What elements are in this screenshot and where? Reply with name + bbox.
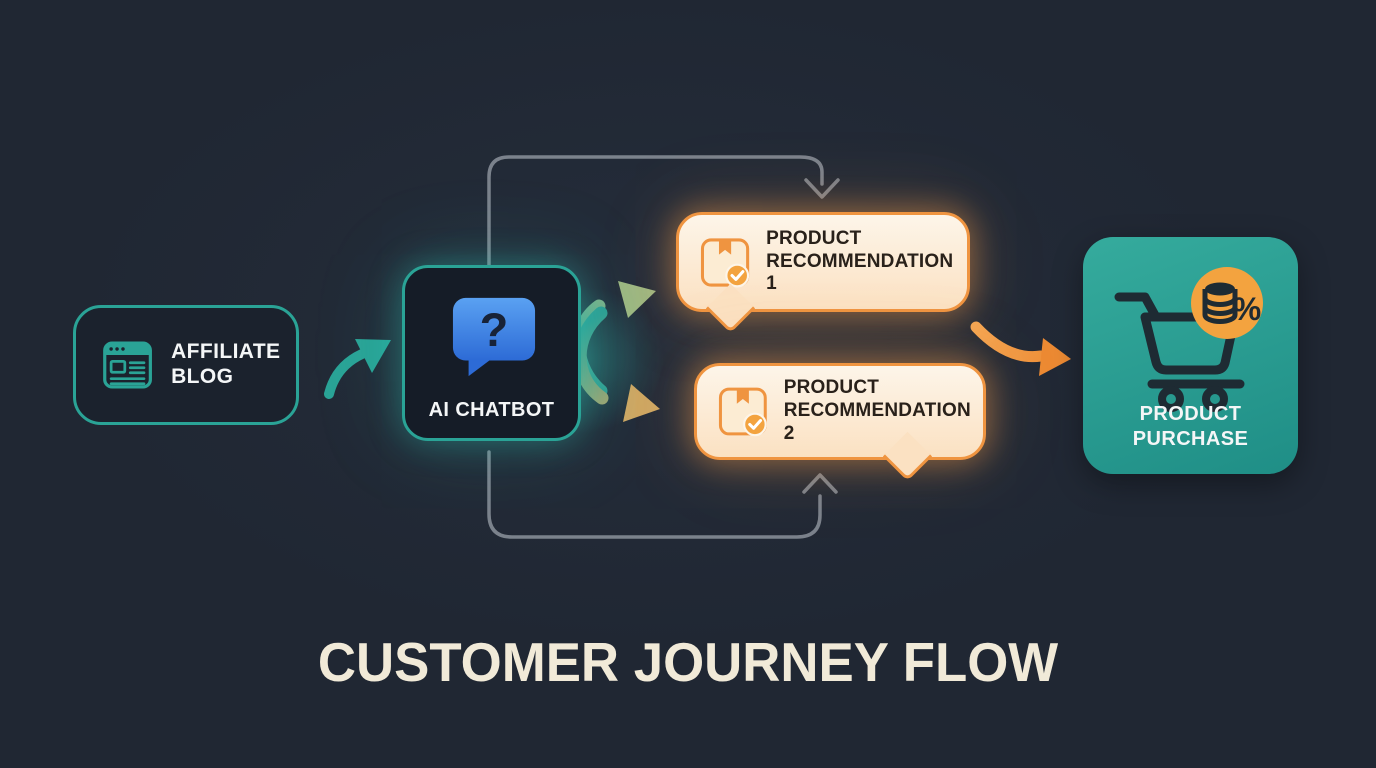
chatbot-to-recommendation-2-arrow: [573, 306, 660, 422]
arrowhead-up-icon: [802, 473, 838, 494]
arrowhead-right-icon: [1039, 338, 1071, 376]
package-check-icon: [700, 237, 750, 287]
shopping-cart-icon: [1114, 292, 1245, 412]
recommendations-to-purchase-arrow: [970, 321, 1071, 376]
question-mark-glyph: ?: [480, 304, 509, 356]
node-product-purchase: % PRODUCT PURCHASE: [1083, 237, 1298, 474]
recommendation-2-label: PRODUCT RECOMMENDATION 2: [783, 377, 971, 444]
node-product-recommendation-1: PRODUCT RECOMMENDATION 1: [676, 212, 970, 334]
blog-to-chatbot-arrow: [324, 339, 391, 399]
arrowhead-right-icon: [355, 339, 391, 373]
node-affiliate-blog: AFFILIATE BLOG: [73, 305, 299, 425]
arrowhead-down-right-icon: [623, 384, 660, 422]
coins-percent-badge-icon: %: [1191, 267, 1263, 339]
arrowhead-up-right-icon: [618, 281, 656, 318]
product-purchase-label: PRODUCT PURCHASE: [1132, 403, 1249, 450]
percent-glyph: %: [1233, 291, 1261, 327]
arrowhead-down-icon: [804, 178, 840, 199]
ai-chatbot-label: AI CHATBOT: [428, 399, 555, 421]
chatbot-loop-top-arrow: [487, 155, 840, 270]
browser-window-icon: [103, 341, 152, 389]
chatbot-loop-bottom-arrow: [487, 450, 838, 539]
chat-bubble-question-icon: ?: [452, 297, 536, 377]
affiliate-blog-label: AFFILIATE BLOG: [171, 340, 281, 388]
page-title: CUSTOMER JOURNEY FLOW: [317, 631, 1059, 693]
package-check-icon: [718, 387, 767, 437]
node-ai-chatbot: ? AI CHATBOT: [402, 265, 581, 441]
node-product-recommendation-2: PRODUCT RECOMMENDATION 2: [694, 363, 986, 482]
recommendation-1-label: PRODUCT RECOMMENDATION 1: [766, 227, 954, 295]
